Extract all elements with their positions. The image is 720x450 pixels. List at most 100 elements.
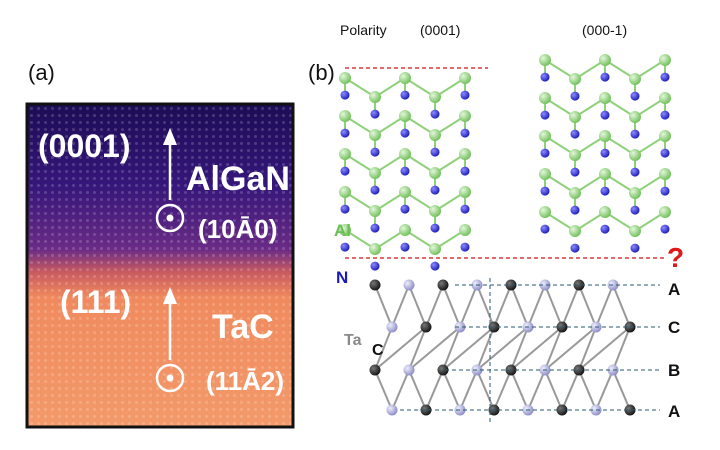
tac-bond	[374, 284, 393, 328]
n-atom	[630, 243, 640, 253]
tac-bond	[612, 369, 631, 411]
c-atom	[420, 404, 432, 416]
c-atom	[420, 321, 432, 333]
ta-atom	[454, 321, 466, 333]
al-atom	[399, 186, 411, 198]
n-atom	[460, 204, 470, 214]
n-atom	[570, 129, 580, 139]
c-atom	[369, 279, 381, 291]
n-atom	[540, 186, 550, 196]
tac-bond	[459, 284, 478, 328]
tac-bond	[459, 369, 478, 411]
tac-bond	[476, 326, 495, 371]
al-atom	[539, 206, 551, 218]
panel-a-label: (a)	[28, 60, 55, 85]
al-atom	[429, 167, 441, 179]
tac-bond	[391, 284, 410, 328]
n-atom	[630, 91, 640, 101]
n-atom	[570, 91, 580, 101]
n-atom	[430, 147, 440, 157]
n-atom	[400, 242, 410, 252]
tac-bond	[408, 326, 461, 371]
al-atom	[429, 205, 441, 217]
n-atom	[460, 128, 470, 138]
al-atom	[429, 91, 441, 103]
tac-bond	[374, 326, 393, 371]
al-atom	[599, 92, 611, 104]
al-atom	[369, 243, 381, 255]
al-atom	[339, 110, 351, 122]
tac-bond	[595, 284, 614, 328]
c-atom	[624, 404, 636, 416]
tac-bond	[544, 326, 563, 371]
tac-bond	[493, 284, 512, 328]
tac-bond	[578, 326, 597, 371]
n-atom	[430, 109, 440, 119]
tac-bond	[510, 369, 529, 411]
n-atom	[430, 223, 440, 233]
al-atom	[659, 206, 671, 218]
n-atom	[540, 148, 550, 158]
al-atom	[599, 54, 611, 66]
n-atom	[540, 224, 550, 234]
atom-layer	[339, 54, 671, 416]
tac-bond	[527, 284, 546, 328]
al-atom	[629, 149, 641, 161]
c-atom	[437, 364, 449, 376]
tac-bond	[425, 284, 444, 328]
c-atom	[437, 279, 449, 291]
al-atom	[369, 129, 381, 141]
tac-bond	[544, 369, 563, 411]
tac-bond	[425, 369, 444, 411]
tac-bond	[510, 326, 529, 371]
tac-bond	[442, 369, 461, 411]
n-atom	[630, 129, 640, 139]
polarity-left-label: (0001)	[420, 22, 461, 38]
al-atom	[429, 243, 441, 255]
al-atom	[399, 148, 411, 160]
n-atom	[340, 204, 350, 214]
stacking-label-3: B	[668, 361, 681, 380]
tac-bond	[612, 326, 631, 371]
n-atom	[370, 109, 380, 119]
tac-bond	[476, 369, 495, 411]
al-atom	[659, 130, 671, 142]
polarity-label: Polarity	[340, 22, 387, 38]
tac-bond	[442, 326, 461, 371]
bond-network	[344, 59, 666, 411]
algan-plane: (10Ā0)	[198, 214, 278, 244]
tac-bond	[578, 369, 597, 411]
al-atom	[459, 148, 471, 160]
tac-bond	[408, 284, 427, 328]
tac-bond	[578, 326, 631, 371]
algan-material: AlGaN	[186, 160, 290, 198]
n-atom	[340, 128, 350, 138]
tac-bond	[374, 326, 427, 371]
n-atom	[600, 110, 610, 120]
tac-direction: (111)	[60, 284, 132, 320]
algan-direction: (0001)	[38, 128, 131, 164]
interface-lines	[345, 67, 665, 259]
c-atom	[369, 364, 381, 376]
out-of-plane-top-icon	[155, 203, 185, 233]
al-atom	[399, 224, 411, 236]
n-atom	[460, 242, 470, 252]
al-atom	[569, 149, 581, 161]
ta-atom	[403, 364, 415, 376]
n-atom	[660, 110, 670, 120]
tac-bond	[476, 326, 529, 371]
n-atom	[400, 90, 410, 100]
al-atom	[369, 205, 381, 217]
tac-bond	[527, 369, 546, 411]
al-atom	[659, 54, 671, 66]
al-atom	[599, 168, 611, 180]
tem-lattice-texture	[27, 104, 293, 427]
n-atom	[400, 204, 410, 214]
al-atom	[369, 167, 381, 179]
n-atom	[460, 90, 470, 100]
n-atom	[370, 147, 380, 157]
n-atom	[660, 72, 670, 82]
tem-image-panel	[25, 102, 295, 429]
al-atom	[599, 206, 611, 218]
